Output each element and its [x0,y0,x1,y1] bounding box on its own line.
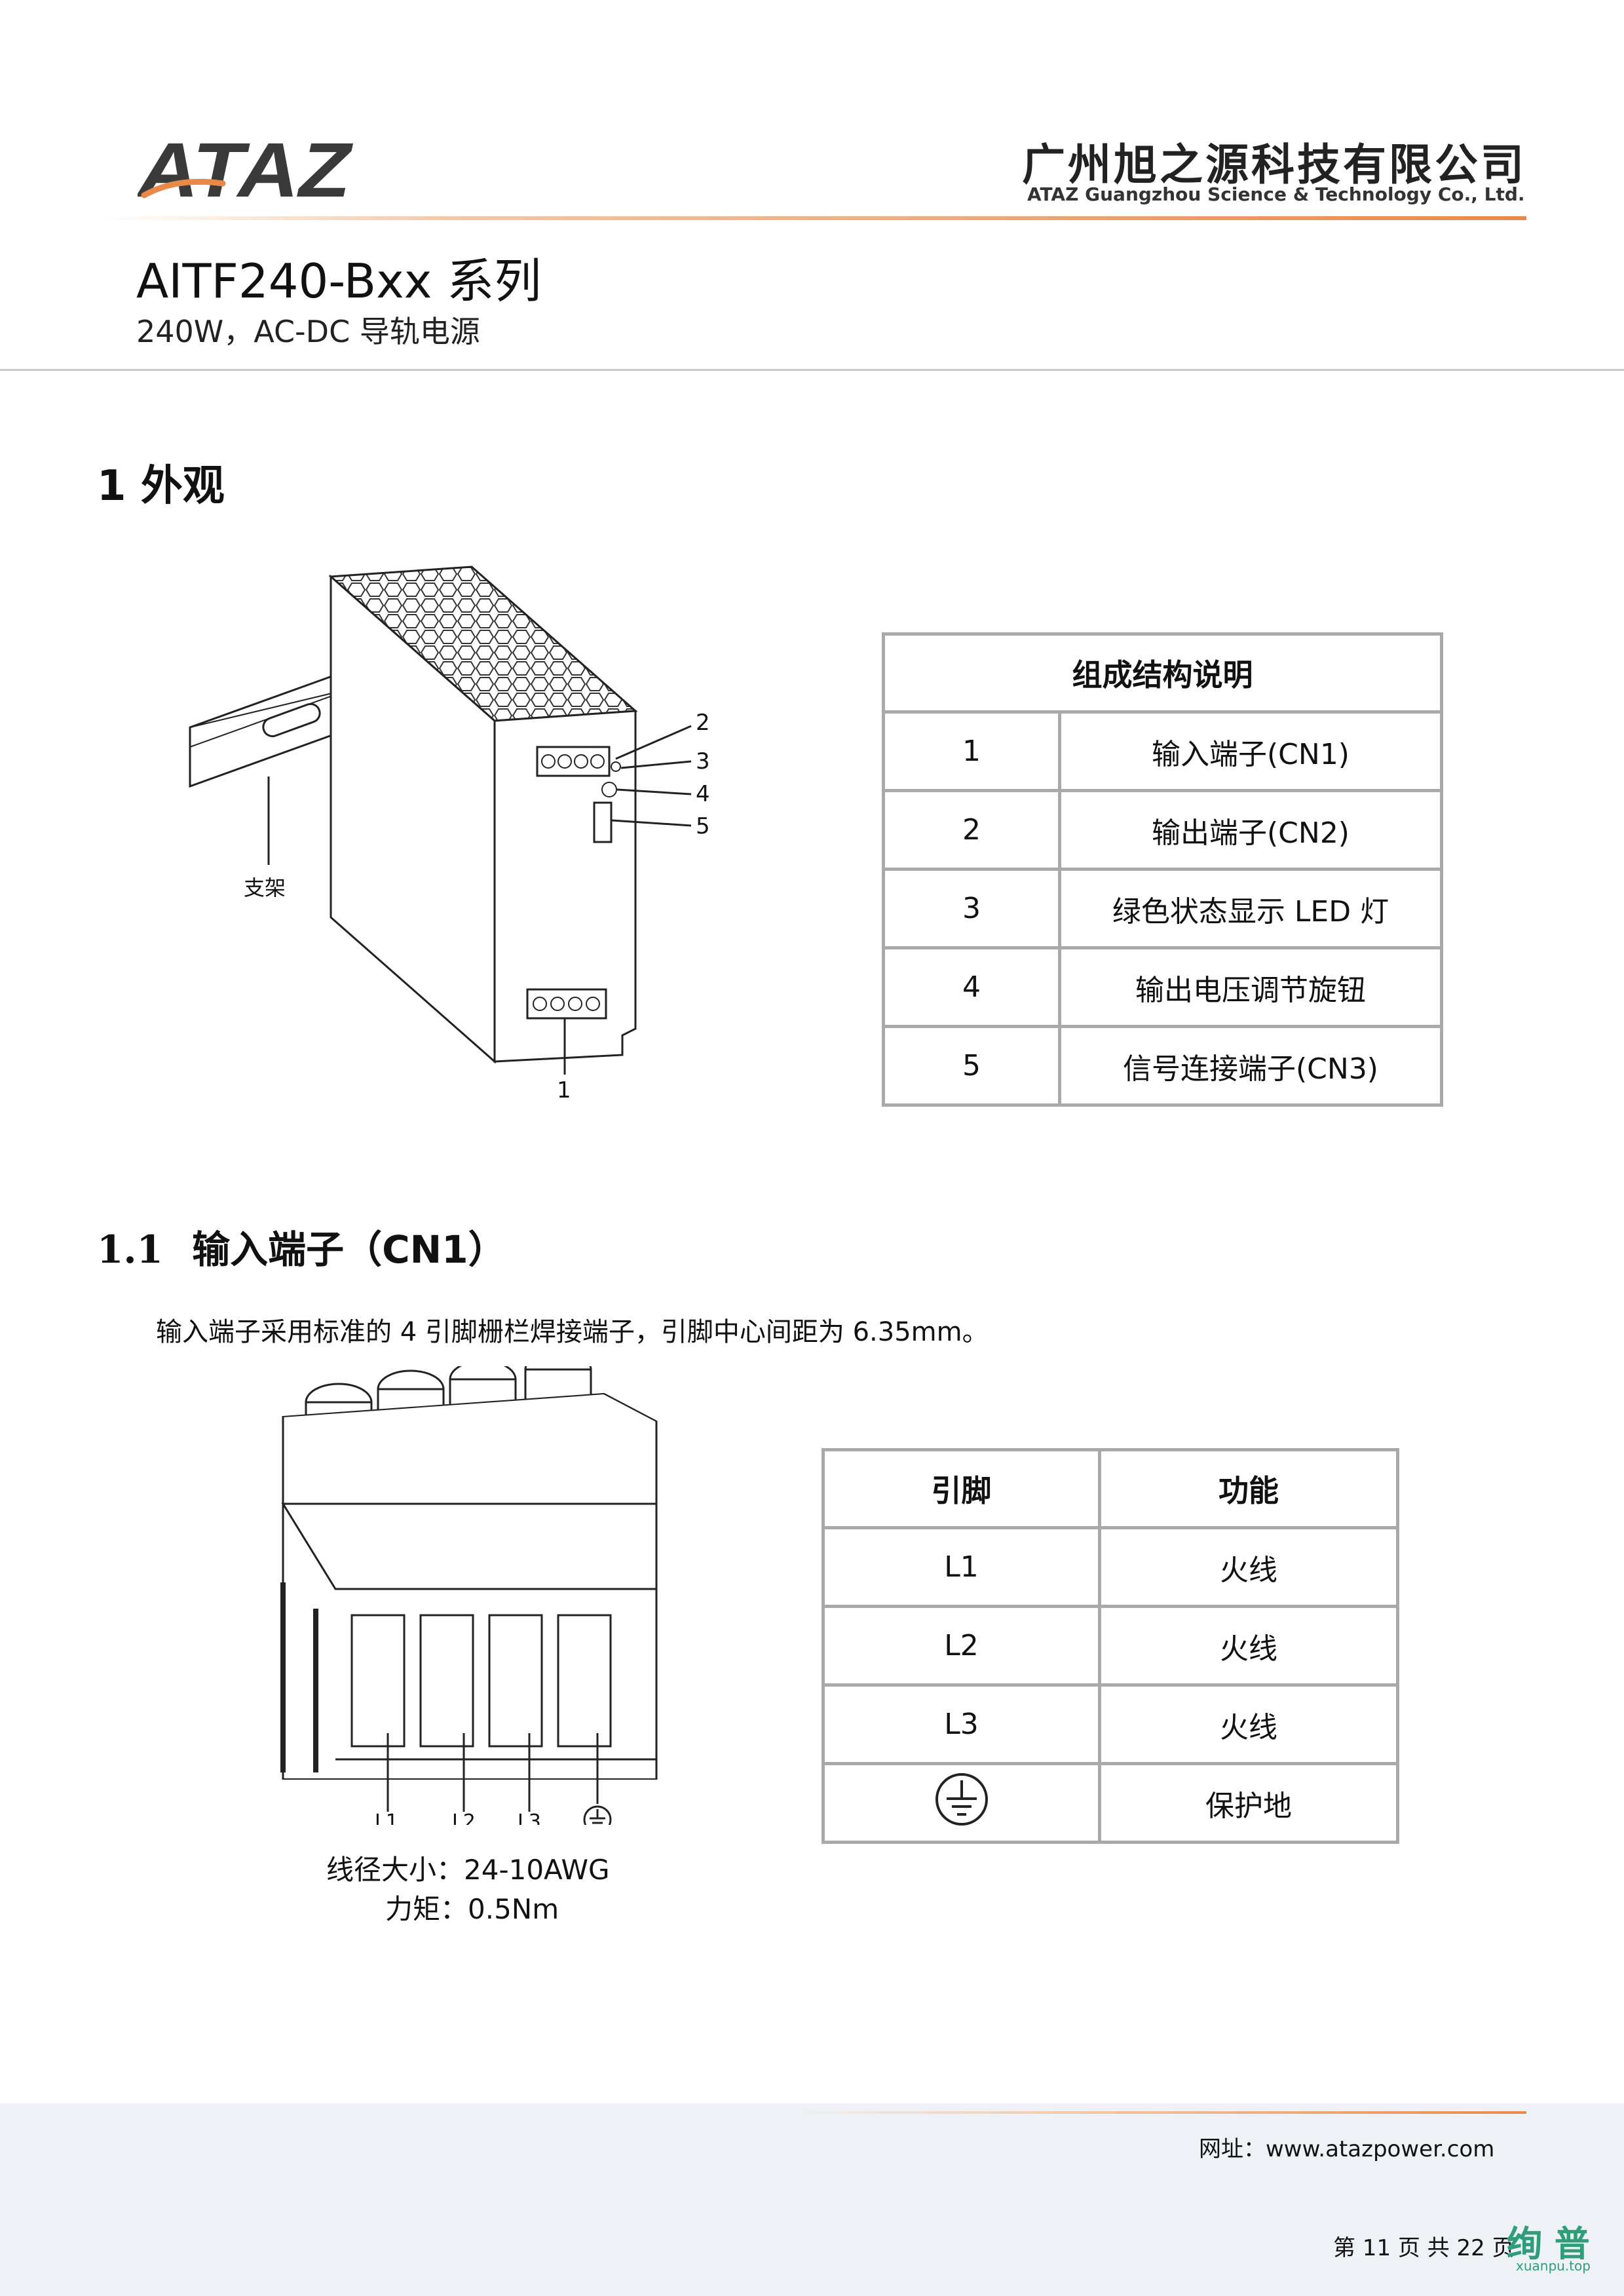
pin-cell: L3 [821,1683,1101,1765]
function-cell: 火线 [1098,1526,1399,1608]
footer-background [0,2103,1624,2296]
knob-icon [601,782,617,797]
table-row: 1 输入端子(CN1) [882,710,1443,792]
pin-cell: L2 [821,1605,1101,1687]
product-title: AITF240-Bxx 系列 [136,254,542,309]
part-number: 4 [882,946,1061,1028]
table-row: L1 火线 [821,1526,1399,1608]
table-row: 3 绿色状态显示 LED 灯 [882,868,1443,949]
parts-table: 组成结构说明 1 输入端子(CN1) 2 输出端子(CN2) 3 绿色状态显示 … [882,632,1443,1107]
company-name-en: ATAZ Guangzhou Science & Technology Co.,… [1027,183,1525,205]
led-icon [611,761,621,772]
input-terminal-icon [526,988,607,1020]
function-column-header: 功能 [1098,1448,1399,1529]
table-header-row: 组成结构说明 [882,632,1443,714]
function-cell: 火线 [1098,1605,1399,1687]
part-description: 输出端子(CN2) [1058,789,1443,871]
callout-5: 5 [696,813,710,839]
callout-4: 4 [696,781,710,807]
section-number: 1.1 [97,1227,163,1272]
rail-label: 支架 [244,875,286,900]
callout-1: 1 [557,1077,571,1103]
torque-spec: 力矩：0.5Nm [385,1893,559,1925]
signal-terminal-icon [593,801,613,843]
page-number: 第 11 页 共 22 页 [1333,2235,1515,2261]
table-row: 2 输出端子(CN2) [882,789,1443,871]
part-description: 输入端子(CN1) [1058,710,1443,792]
product-appearance-figure: 2 3 4 5 1 支架 [164,550,753,1114]
logo-swoosh [141,178,226,199]
output-terminal-icon [536,746,611,777]
ground-symbol-icon [935,1773,988,1826]
part-number: 3 [882,868,1061,949]
watermark-url: xuanpu.top [1516,2258,1591,2274]
website-link[interactable]: 网址：www.atazpower.com [1199,2136,1495,2162]
table-row: 5 信号连接端子(CN3) [882,1025,1443,1107]
callout-3: 3 [696,748,710,775]
part-description: 输出电压调节旋钮 [1058,946,1443,1028]
ground-symbol-icon [583,1805,612,1834]
part-description: 信号连接端子(CN3) [1058,1025,1443,1107]
company-logo: ATAZ [136,127,354,214]
part-number: 1 [882,710,1061,792]
pin-column-header: 引脚 [821,1448,1101,1529]
table-row: 4 输出电压调节旋钮 [882,946,1443,1028]
section-heading: 输入端子（CN1） [192,1227,506,1272]
logo-text: ATAZ [138,131,353,210]
pin-label-l3: L3 [518,1810,541,1825]
part-number: 5 [882,1025,1061,1107]
section-title-input-terminal: 1.1 输入端子（CN1） [97,1219,506,1274]
title-divider [0,369,1624,371]
wire-size-spec: 线径大小：24-10AWG [326,1854,610,1886]
watermark-logo: 绚 普 [1507,2223,1590,2265]
table-row: L2 火线 [821,1605,1399,1687]
pin-label-l2: L2 [452,1810,476,1825]
function-cell: 保护地 [1098,1762,1399,1844]
din-rail-icon [189,666,355,865]
table-header-row: 引脚 功能 [821,1448,1399,1529]
table-row: L3 火线 [821,1683,1399,1765]
callout-2: 2 [696,710,710,736]
header-divider [105,216,1526,220]
input-terminal-figure: L1 L2 L3 [270,1350,663,1834]
section-description: 输入端子采用标准的 4 引脚栅栏焊接端子，引脚中心间距为 6.35mm。 [156,1317,989,1347]
parts-table-header: 组成结构说明 [882,632,1443,714]
function-cell: 火线 [1098,1683,1399,1765]
section-title-appearance: 1 外观 [97,462,225,510]
pin-function-table: 引脚 功能 L1 火线 L2 火线 L3 火线 保护地 [821,1448,1399,1844]
company-name-cn: 广州旭之源科技有限公司 [1022,140,1526,190]
table-row: 保护地 [821,1762,1399,1844]
part-description: 绿色状态显示 LED 灯 [1058,868,1443,949]
pin-label-l1: L1 [375,1810,398,1825]
part-number: 2 [882,789,1061,871]
terminal-slots-icon [335,1614,656,1761]
footer-divider [793,2111,1526,2114]
pin-cell: L1 [821,1526,1101,1608]
product-subtitle: 240W，AC-DC 导轨电源 [136,314,480,349]
pin-cell-ground [821,1762,1101,1844]
